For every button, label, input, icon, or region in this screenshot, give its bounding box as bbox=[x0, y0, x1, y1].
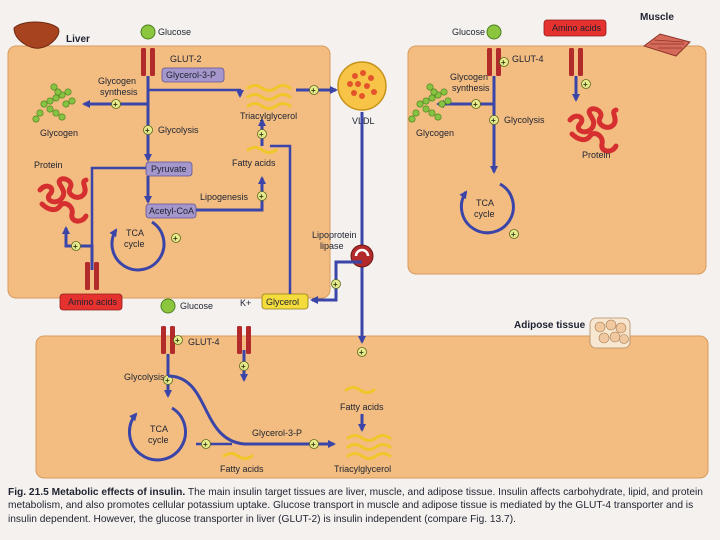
adipose-tca-label-1: TCA bbox=[150, 424, 168, 434]
muscle-glycogen-synthesis-label-1: Glycogen bbox=[450, 72, 488, 82]
potassium-label: K+ bbox=[240, 298, 251, 308]
caption-title: Metabolic effects of insulin. bbox=[51, 487, 186, 498]
adipose-glycolysis-label: Glycolysis bbox=[124, 372, 165, 382]
liver-tca-label-2: cycle bbox=[124, 239, 145, 249]
adipose-glucose-molecule bbox=[160, 298, 176, 314]
liver-glycerol3p-arrow bbox=[148, 88, 244, 98]
muscle-glycolysis-label: Glycolysis bbox=[504, 115, 545, 125]
liver-tca-label-1: TCA bbox=[126, 228, 144, 238]
figure-caption: Fig. 21.5 Metabolic effects of insulin. … bbox=[8, 486, 712, 526]
liver-glycolysis-label: Glycolysis bbox=[158, 125, 199, 135]
plus-sign: + bbox=[259, 192, 264, 201]
plus-sign: + bbox=[203, 440, 208, 449]
muscle-glucose-molecule bbox=[486, 24, 502, 40]
muscle-label: Muscle bbox=[640, 12, 674, 23]
plus-sign: + bbox=[175, 336, 180, 345]
plus-sign: + bbox=[501, 58, 506, 67]
liver-glycerol-3p-label: Glycerol-3-P bbox=[166, 70, 216, 80]
glycerol-box bbox=[261, 293, 309, 310]
liver-amino-acids-label: Amino acids bbox=[68, 297, 118, 307]
liver-pyruvate-label: Pyruvate bbox=[151, 164, 187, 174]
liver-glucose-label: Glucose bbox=[158, 27, 191, 37]
liver-tca-cycle-arrow bbox=[109, 220, 166, 272]
muscle-icon bbox=[642, 33, 691, 57]
caption-fig-number: Fig. 21.5 bbox=[8, 487, 49, 498]
liver-lipogenesis-arrow bbox=[196, 176, 266, 212]
muscle-glycogen-synthesis-label-2: synthesis bbox=[452, 83, 490, 93]
plus-sign: + bbox=[311, 440, 316, 449]
liver-glycogen-synthesis-label-1: Glycogen bbox=[98, 76, 136, 86]
plus-sign: + bbox=[165, 376, 170, 385]
plus-sign: + bbox=[333, 280, 338, 289]
plus-sign: + bbox=[311, 86, 316, 95]
muscle-glut4-label: GLUT-4 bbox=[512, 54, 544, 64]
adipose-icon bbox=[589, 317, 631, 349]
plus-sign: + bbox=[173, 234, 178, 243]
muscle-protein-label: Protein bbox=[582, 150, 611, 160]
plus-sign: + bbox=[359, 348, 364, 357]
plus-sign: + bbox=[73, 242, 78, 251]
lipoprotein-lipase-label-2: lipase bbox=[320, 241, 344, 251]
plus-sign: + bbox=[145, 126, 150, 135]
liver-label: Liver bbox=[66, 34, 90, 45]
adipose-label: Adipose tissue bbox=[514, 320, 586, 331]
liver-lipogenesis-label: Lipogenesis bbox=[200, 192, 249, 202]
muscle-glucose-label: Glucose bbox=[452, 27, 485, 37]
glut2-label: GLUT-2 bbox=[170, 54, 202, 64]
adipose-tca-cycle-arrow bbox=[128, 406, 187, 462]
muscle-tca-label-1: TCA bbox=[476, 198, 494, 208]
plus-sign: + bbox=[511, 230, 516, 239]
liver-acetylcoa-label: Acetyl-CoA bbox=[149, 206, 194, 216]
muscle-glycogen-label: Glycogen bbox=[416, 128, 454, 138]
glycerol-to-liver-arrow bbox=[270, 144, 292, 294]
adipose-glycerol-3p-label: Glycerol-3-P bbox=[252, 428, 302, 438]
adipose-tca-label-2: cycle bbox=[148, 435, 169, 445]
muscle-tca-label-2: cycle bbox=[474, 209, 495, 219]
caption-body: The main insulin target tissues are live… bbox=[8, 487, 703, 525]
liver-glycerol-3p-box bbox=[161, 67, 225, 83]
liver-amino-acids-box bbox=[59, 293, 123, 311]
liver-protein-label: Protein bbox=[34, 160, 63, 170]
adipose-glucose-label: Glucose bbox=[180, 301, 213, 311]
plus-sign: + bbox=[473, 100, 478, 109]
lipoprotein-lipase-enzyme-icon bbox=[350, 244, 374, 268]
plus-sign: + bbox=[241, 362, 246, 371]
muscle-tca-cycle-arrow bbox=[459, 182, 515, 235]
lipoprotein-lipase-label-1: Lipoprotein bbox=[312, 230, 357, 240]
liver-glycogen-label: Glycogen bbox=[40, 128, 78, 138]
liver-glycogen-synthesis-label-2: synthesis bbox=[100, 87, 138, 97]
plus-sign: + bbox=[259, 130, 264, 139]
adipose-triacylglycerol-label: Triacylglycerol bbox=[334, 464, 391, 474]
liver-triacylglycerol-label: Triacylglycerol bbox=[240, 111, 297, 121]
liver-glucose-molecule bbox=[140, 24, 156, 40]
plus-sign: + bbox=[491, 116, 496, 125]
adipose-glut4-label: GLUT-4 bbox=[188, 337, 220, 347]
plus-sign: + bbox=[583, 80, 588, 89]
adipose-glycerol3p-arrow bbox=[167, 374, 336, 448]
plus-sign: + bbox=[113, 100, 118, 109]
vldl-particle bbox=[337, 61, 387, 111]
glycerol-label: Glycerol bbox=[266, 297, 299, 307]
liver-fatty-acids-label: Fatty acids bbox=[232, 158, 276, 168]
liver-icon bbox=[13, 21, 60, 49]
liver-pyruvate-to-protein-arrow bbox=[90, 166, 146, 250]
muscle-amino-acids-label: Amino acids bbox=[552, 23, 602, 33]
muscle-amino-acids-box bbox=[543, 19, 607, 37]
adipose-fatty-acids-label-upper: Fatty acids bbox=[340, 402, 384, 412]
adipose-fatty-acids-label-lower: Fatty acids bbox=[220, 464, 264, 474]
